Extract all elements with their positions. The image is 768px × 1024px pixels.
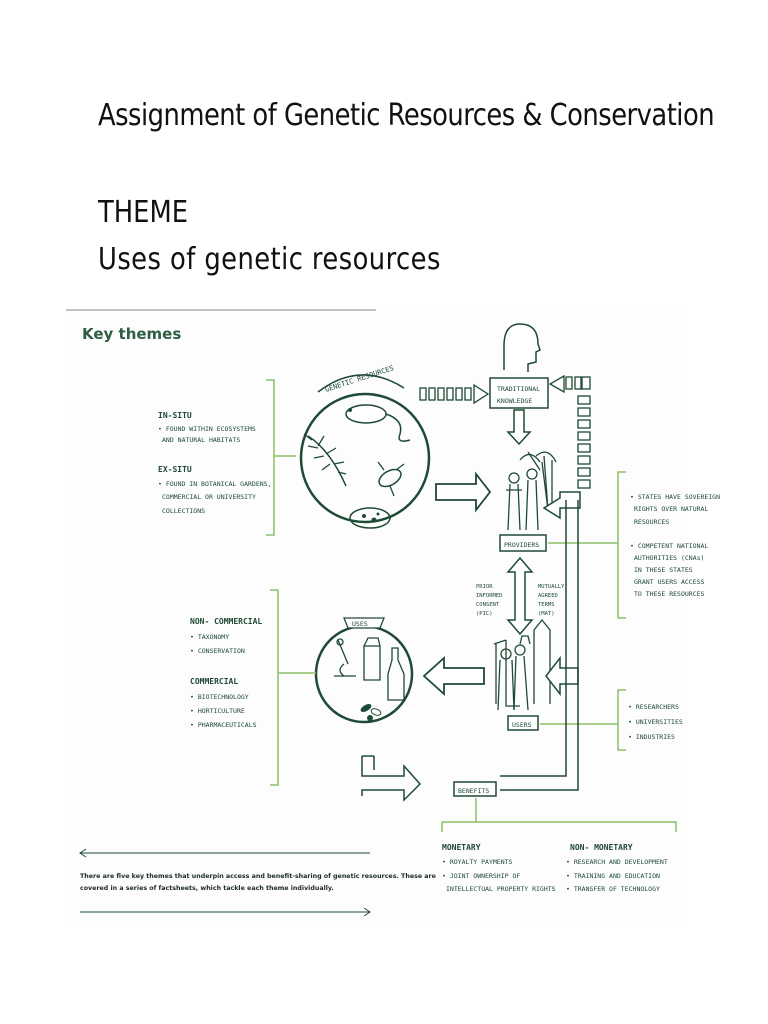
pills-icon (360, 704, 382, 721)
insect-icon (377, 461, 405, 497)
user-type-3: • INDUSTRIES (628, 733, 675, 741)
head-icon (503, 323, 541, 372)
page-title: Assignment of Genetic Resources & Conser… (98, 98, 715, 133)
footnote-line-2: covered in a series of factsheets, which… (80, 885, 334, 892)
monetary-title: MONETARY (442, 843, 481, 852)
non-commercial-line-2: • CONSERVATION (190, 647, 245, 655)
footnote-arrow-bottom (80, 907, 371, 917)
ex-situ-line-2: COMMERCIAL OR UNIVERSITY (162, 493, 256, 501)
genetic-resources-circle (299, 392, 431, 524)
providers-box (499, 534, 547, 552)
ex-situ-line-1: • FOUND IN BOTANICAL GARDENS, (158, 480, 272, 488)
arrow-tk-down (506, 409, 532, 446)
in-situ-title: IN-SITU (158, 411, 192, 420)
benefits-arrow-in (361, 755, 422, 802)
states-a-line-3: RESOURCES (634, 518, 669, 526)
petri-dish-icon (349, 507, 391, 529)
commercial-line-2: • HORTICULTURE (190, 707, 245, 715)
commercial-title: COMMERCIAL (190, 677, 238, 686)
user-type-2: • UNIVERSITIES (628, 718, 683, 726)
pic-line-1: PRIOR (476, 584, 493, 590)
arrow-gr-to-providers (435, 471, 492, 513)
benefits-box (453, 781, 497, 797)
states-b-line-1: • COMPETENT NATIONAL (630, 542, 708, 550)
bracket-insitu (266, 379, 296, 536)
commercial-line-3: • PHARMACEUTICALS (190, 721, 257, 729)
theme-value: Uses of genetic resources (98, 242, 441, 277)
non-monetary-line-2: • TRAINING AND EDUCATION (566, 872, 660, 880)
traditional-knowledge-box (489, 377, 549, 409)
theme-label: THEME (98, 195, 189, 230)
states-b-line-2: AUTHORITIES (CNAs) (634, 554, 704, 562)
states-b-line-3: IN THESE STATES (634, 566, 693, 574)
pic-line-2: INFORMED (476, 593, 503, 599)
chain-arrow-right (548, 374, 591, 489)
states-b-line-4: GRANT USERS ACCESS (634, 578, 705, 586)
mat-line-4: (MAT) (538, 611, 555, 617)
pic-line-4: (PIC) (476, 611, 493, 617)
key-themes-heading: Key themes (82, 325, 181, 343)
mat-line-2: AGREED (538, 593, 558, 599)
users-label: USERS (512, 721, 532, 729)
microscope-icon (334, 638, 356, 677)
footnote-arrow-top (79, 848, 370, 858)
monetary-line-1: • ROYALTY PAYMENTS (442, 858, 513, 866)
uses-label: USES (352, 620, 368, 628)
non-commercial-line-1: • TAXONOMY (190, 633, 229, 641)
carton-icon (363, 637, 381, 681)
providers-illustration-icon (506, 451, 557, 531)
users-box (507, 715, 539, 731)
mat-line-3: TERMS (538, 602, 555, 608)
non-monetary-title: NON- MONETARY (570, 843, 633, 852)
user-type-1: • RESEARCHERS (628, 703, 679, 711)
bracket-states (548, 471, 626, 619)
mat-line-1: MUTUALLY (538, 584, 565, 590)
bottle-icon (387, 647, 405, 701)
monetary-line-3: INTELLECTUAL PROPERTY RIGHTS (446, 885, 556, 893)
rodent-icon (345, 404, 411, 442)
traditional-knowledge-line-1: TRADITIONAL (497, 385, 540, 393)
monetary-line-2: • JOINT OWNERSHIP OF (442, 872, 520, 880)
commercial-line-1: • BIOTECHNOLOGY (190, 693, 249, 701)
footnote-line-1: There are five key themes that underpin … (80, 873, 436, 880)
states-b-line-5: TO THESE RESOURCES (634, 590, 705, 598)
bracket-benefits (441, 798, 677, 832)
bracket-users (540, 689, 626, 751)
benefits-loop (500, 500, 579, 791)
in-situ-line-2: AND NATURAL HABITATS (162, 436, 240, 444)
arrow-users-to-uses (422, 655, 485, 697)
genetic-resources-banner (317, 374, 405, 393)
uses-banner (343, 617, 385, 629)
benefits-label: BENEFITS (458, 787, 489, 795)
non-monetary-line-1: • RESEARCH AND DEVELOPMENT (566, 858, 668, 866)
chain-arrow-left (419, 383, 490, 405)
pic-mat-arrow (506, 556, 534, 636)
ex-situ-line-3: COLLECTIONS (162, 507, 205, 515)
traditional-knowledge-line-2: KNOWLEDGE (497, 397, 532, 405)
bracket-uses (270, 589, 316, 786)
states-a-line-1: • STATES HAVE SOVEREIGN (630, 493, 720, 501)
non-monetary-line-3: • TRANSFER OF TECHNOLOGY (566, 885, 660, 893)
arrow-right-to-providers (542, 491, 581, 520)
users-illustration-icon (493, 618, 551, 711)
in-situ-line-1: • FOUND WITHIN ECOSYSTEMS (158, 425, 256, 433)
non-commercial-title: NON- COMMERCIAL (190, 617, 262, 626)
ex-situ-title: EX-SITU (158, 465, 192, 474)
pic-line-3: CONSENT (476, 602, 500, 608)
states-a-line-2: RIGHTS OVER NATURAL (634, 505, 708, 513)
leaf-icon (303, 433, 347, 487)
providers-label: PROVIDERS (504, 541, 539, 549)
arrow-right-to-users (545, 655, 579, 697)
